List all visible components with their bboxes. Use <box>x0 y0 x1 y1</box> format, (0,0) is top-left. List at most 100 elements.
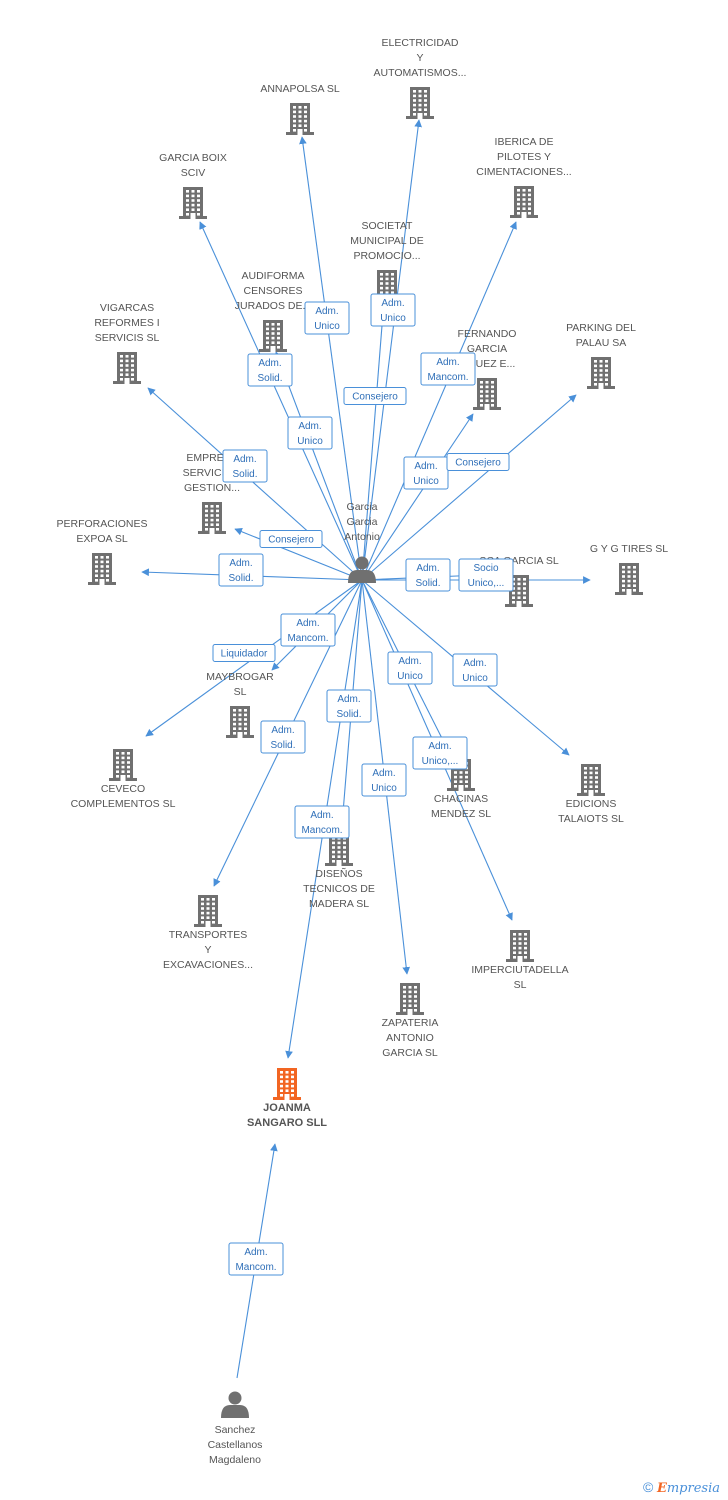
building-icon <box>406 87 434 119</box>
role-text: Adm. <box>398 656 421 667</box>
role-badge-garcia-ceveco[interactable]: Adm.Mancom. <box>280 613 336 647</box>
node-label: REFORMES I <box>94 317 159 329</box>
building-icon <box>259 320 287 352</box>
node-label: G Y G TIRES SL <box>590 543 668 555</box>
role-text: Unico,... <box>422 756 459 767</box>
node-label: EXCAVACIONES... <box>163 959 253 971</box>
node-label: PERFORACIONES <box>56 518 147 530</box>
node-label: Castellanos <box>208 1439 263 1451</box>
role-text: Solid. <box>232 469 257 480</box>
role-badge-garcia-iberica[interactable]: Adm.Mancom. <box>420 352 476 386</box>
node-label: Garcia <box>347 516 378 528</box>
role-text: Consejero <box>455 458 501 469</box>
role-badge-garcia-zapateria[interactable]: Adm.Unico <box>361 763 407 797</box>
role-badge-garcia-garciaboix[interactable]: Adm.Solid. <box>247 353 293 387</box>
role-badge-garcia-societat[interactable]: Consejero <box>343 387 407 405</box>
role-badge-garcia-empresa[interactable]: Consejero <box>259 530 323 548</box>
role-text: Unico <box>413 476 439 487</box>
node-label: SANGARO SLL <box>247 1117 327 1129</box>
building-icon <box>88 553 116 585</box>
role-badge-garcia-transportes[interactable]: Adm. Solid. <box>260 720 306 754</box>
role-badge-garcia-disenos[interactable]: Adm.Solid. <box>326 689 372 723</box>
role-badge-garcia-edicions[interactable]: Adm.Unico <box>452 653 498 687</box>
node-transportes[interactable]: TRANSPORTES Y EXCAVACIONES... <box>163 895 253 971</box>
node-annapolsa[interactable]: ANNAPOLSA SL <box>260 83 340 135</box>
role-badge-garcia-perforaciones[interactable]: Adm.Solid. <box>218 553 264 587</box>
node-label: Y <box>204 944 211 956</box>
role-badge-garcia-vigarcas[interactable]: Adm.Solid. <box>222 449 268 483</box>
node-label: TRANSPORTES <box>169 929 248 941</box>
role-badge-garcia-audiforma[interactable]: Adm.Unico <box>287 416 333 450</box>
node-label: ANNAPOLSA SL <box>260 83 340 95</box>
node-label: TECNICOS DE <box>303 883 375 895</box>
node-label: CEVECO <box>101 783 145 795</box>
node-label: ANTONIO <box>386 1032 434 1044</box>
edge-garcia-empresa <box>234 528 363 581</box>
building-icon <box>113 352 141 384</box>
node-label: TALAIOTS SL <box>558 813 624 825</box>
node-gyg[interactable]: G Y G TIRES SL <box>590 543 668 595</box>
role-badge-sanchez-joanma[interactable]: Adm.Mancom. <box>228 1242 284 1276</box>
role-badge-garcia-parking[interactable]: Consejero <box>446 453 510 471</box>
node-label: MUNICIPAL DE <box>350 235 424 247</box>
building-icon <box>325 834 353 866</box>
node-label: SL <box>514 979 527 991</box>
role-badge-garcia-electricidad[interactable]: Adm.Unico <box>370 293 416 327</box>
footer-brand[interactable]: © Empresia <box>643 1479 720 1496</box>
role-text: Adm. <box>258 358 281 369</box>
node-label: Sanchez <box>215 1424 256 1436</box>
copyright-icon: © <box>642 1479 654 1495</box>
role-text: Mancom. <box>287 633 328 644</box>
role-badge-garcia-chacinas[interactable]: Adm.Unico <box>387 651 433 685</box>
node-label: ELECTRICIDAD <box>381 37 458 49</box>
node-label: PROMOCIO... <box>353 250 420 262</box>
building-icon <box>226 706 254 738</box>
role-text: Solid. <box>270 740 295 751</box>
building-icon <box>577 764 605 796</box>
edge-labels-layer: Adm.UnicoAdm.UnicoAdm.Solid.ConsejeroAdm… <box>212 293 514 1276</box>
node-electricidad[interactable]: ELECTRICIDADYAUTOMATISMOS... <box>374 37 467 119</box>
role-text: Adm. <box>271 725 294 736</box>
role-text: Solid. <box>415 578 440 589</box>
role-badge-garcia-annapolsa[interactable]: Adm.Unico <box>304 301 350 335</box>
role-badge-garcia-maybrogar[interactable]: Liquidador <box>212 644 276 662</box>
node-label: SERVICIS SL <box>95 332 160 344</box>
role-text: Adm. <box>414 461 437 472</box>
edge-garcia-electricidad <box>361 119 422 581</box>
node-label: Antonio <box>344 531 380 543</box>
node-label: PALAU SA <box>576 337 627 349</box>
node-label: PILOTES Y <box>497 151 551 163</box>
role-text: Unico <box>462 673 488 684</box>
role-text: Adm. <box>416 563 439 574</box>
edge-garcia-annapolsa <box>299 136 363 581</box>
role-badge-garcia-scagarcia[interactable]: Adm. Solid. <box>405 558 451 592</box>
building-icon <box>396 983 424 1015</box>
building-icon <box>506 930 534 962</box>
role-text: Consejero <box>352 392 398 403</box>
role-text: Solid. <box>336 709 361 720</box>
node-label: Magdaleno <box>209 1454 261 1466</box>
role-badge-garcia-joanma[interactable]: Adm.Mancom. <box>294 805 350 839</box>
node-label: AUTOMATISMOS... <box>374 67 467 79</box>
role-badge-garcia-fernando[interactable]: Adm. Unico <box>403 456 449 490</box>
edge-garcia-societat <box>361 299 388 581</box>
role-badge-garcia-imperciutadella[interactable]: Adm.Unico,... <box>412 736 468 770</box>
role-badge-garcia-gyg[interactable]: SocioUnico,... <box>458 558 514 592</box>
